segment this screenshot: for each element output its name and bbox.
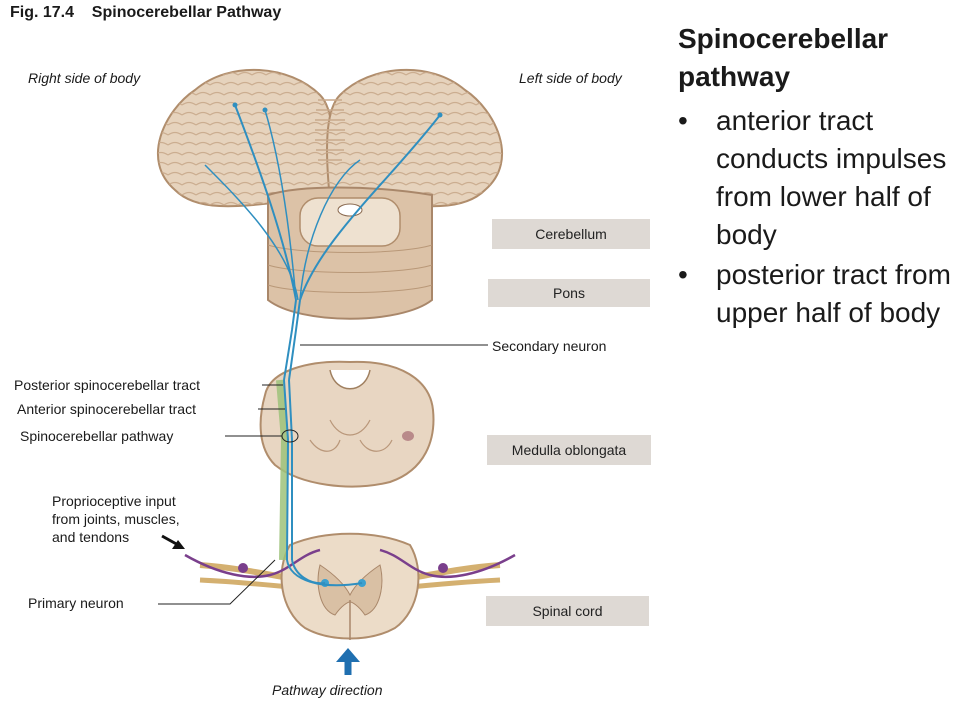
spinocerebellar-pathway-label: Spinocerebellar pathway <box>20 428 174 444</box>
bullet-text: posterior tract from upper half of body <box>716 259 951 328</box>
bullet-dot: • <box>678 259 688 290</box>
medulla-drawing <box>259 360 435 488</box>
spinocerebellar-illustration <box>156 68 516 675</box>
proprioceptive-line-2: from joints, muscles, <box>52 511 180 527</box>
slide-title-line-1: Spinocerebellar <box>678 23 889 54</box>
medulla-label: Medulla oblongata <box>487 435 651 465</box>
cerebellum-drawing <box>156 68 504 208</box>
slide-title-line-2: pathway <box>678 61 791 92</box>
bullet-item: • posterior tract from upper half of bod… <box>672 256 956 332</box>
spinal-cord-drawing <box>184 532 516 640</box>
posterior-tract-label: Posterior spinocerebellar tract <box>14 377 200 393</box>
left-side-label: Left side of body <box>519 70 622 86</box>
bullet-item: • anterior tract conducts impulses from … <box>672 102 956 254</box>
pathway-direction-label: Pathway direction <box>272 682 383 698</box>
proprioceptive-line-1: Proprioceptive input <box>52 493 176 509</box>
slide-title: Spinocerebellar pathway <box>678 20 948 96</box>
primary-neuron-label: Primary neuron <box>28 595 124 611</box>
right-side-label: Right side of body <box>28 70 141 86</box>
cerebellum-label: Cerebellum <box>492 219 650 249</box>
proprioceptive-line-3: and tendons <box>52 529 130 545</box>
secondary-neuron-label: Secondary neuron <box>492 338 607 354</box>
spinal-cord-label: Spinal cord <box>486 596 649 626</box>
bullet-dot: • <box>678 105 688 136</box>
bullet-list: • anterior tract conducts impulses from … <box>672 102 956 334</box>
pons-drawing <box>267 186 433 320</box>
tract-bundle <box>204 102 443 587</box>
pons-label: Pons <box>488 279 650 307</box>
figure-title: Fig. 17.4 Spinocerebellar Pathway <box>10 4 282 21</box>
proprioceptive-arrow <box>161 534 185 549</box>
pathway-direction-arrow <box>336 648 360 675</box>
bullet-text: anterior tract conducts impulses from lo… <box>716 105 947 250</box>
proprioceptive-input-label: Proprioceptive input from joints, muscle… <box>52 492 180 546</box>
leader-lines <box>158 344 488 605</box>
anterior-tract-label: Anterior spinocerebellar tract <box>17 401 196 417</box>
